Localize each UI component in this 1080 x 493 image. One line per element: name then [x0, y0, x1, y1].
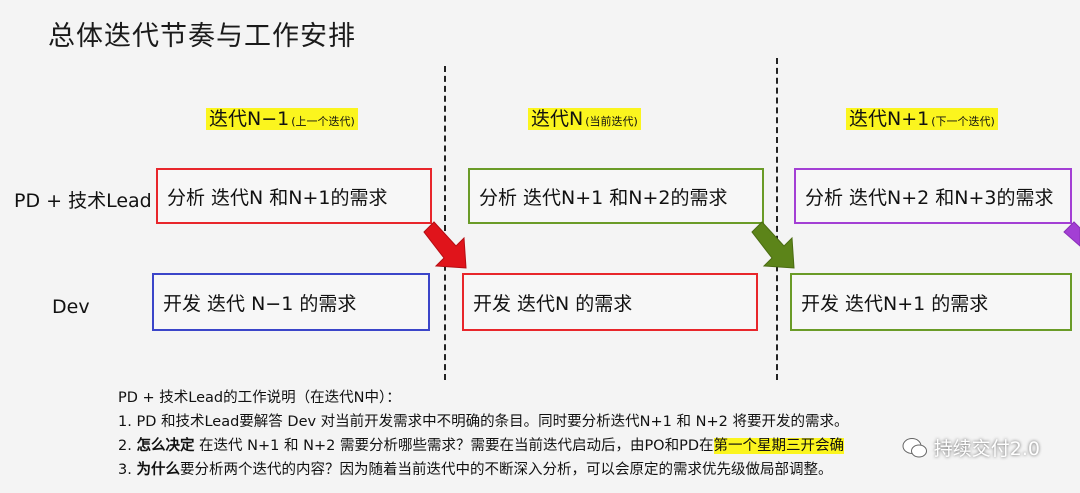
- notes-line-3-bold: 为什么: [136, 462, 180, 478]
- role-label-dev: Dev: [52, 296, 90, 318]
- watermark-text: 持续交付2.0: [933, 438, 1040, 460]
- wechat-icon: [902, 437, 927, 457]
- notes-line-2: 2. 怎么决定 在迭代 N+1 和 N+2 需要分析哪些需求？需要在当前迭代启动…: [118, 434, 848, 458]
- iteration-sub: (下一个迭代): [931, 115, 995, 128]
- arrow-purple: [1063, 221, 1080, 247]
- notes-line-3: 3. 为什么要分析两个迭代的内容？因为随着当前迭代中的不断深入分析，可以会原定的…: [118, 458, 848, 482]
- notes-line-3-text: 要分析两个迭代的内容？因为随着当前迭代中的不断深入分析，可以会原定的需求优先级做…: [179, 462, 833, 478]
- iteration-label: 迭代N: [531, 108, 584, 130]
- notes-section: PD + 技术Lead的工作说明（在迭代N中）： 1. PD 和技术Lead要解…: [118, 386, 848, 482]
- iteration-header-next: 迭代N+1(下一个迭代): [846, 104, 998, 131]
- pd-task-box-next: 分析 迭代N+2 和N+3的需求: [794, 168, 1072, 224]
- iteration-label: 迭代N+1: [849, 108, 930, 130]
- notes-line-2-bold: 怎么决定: [136, 438, 195, 454]
- iteration-label: 迭代N−1: [209, 108, 290, 130]
- notes-heading: PD + 技术Lead的工作说明（在迭代N中）：: [118, 390, 401, 406]
- pd-task-box-current: 分析 迭代N+1 和N+2的需求: [468, 168, 764, 224]
- iteration-sub: (上一个迭代): [291, 115, 355, 128]
- role-label-pd: PD + 技术Lead: [14, 190, 152, 212]
- arrow-red: [423, 221, 467, 269]
- diagram-title: 总体迭代节奏与工作安排: [48, 21, 356, 52]
- dev-task-box-prev: 开发 迭代 N−1 的需求: [152, 273, 430, 331]
- notes-line-2-highlight: 第一个星期三开: [713, 438, 816, 454]
- notes-line-2-end: 会确: [815, 438, 845, 454]
- notes-line-1: 1. PD 和技术Lead要解答 Dev 对当前开发需求中不明确的条目。同时要分…: [118, 414, 849, 430]
- iteration-header-current: 迭代N(当前迭代): [528, 104, 641, 131]
- divider-1: [444, 66, 446, 380]
- notes-line-2-text: 在迭代 N+1 和 N+2 需要分析哪些需求？需要在当前迭代启动后，由PO和PD…: [194, 438, 714, 454]
- notes-line-3-num: 3.: [118, 462, 137, 478]
- dev-task-box-current: 开发 迭代N 的需求: [462, 273, 758, 331]
- dev-task-box-next: 开发 迭代N+1 的需求: [790, 273, 1072, 331]
- arrow-green: [751, 221, 795, 269]
- iteration-sub: (当前迭代): [585, 115, 638, 128]
- iteration-header-prev: 迭代N−1(上一个迭代): [206, 104, 358, 131]
- divider-2: [776, 58, 778, 380]
- watermark: 持续交付2.0: [902, 434, 1040, 461]
- pd-task-box-prev: 分析 迭代N 和N+1的需求: [156, 168, 432, 224]
- notes-line-2-num: 2.: [118, 438, 137, 454]
